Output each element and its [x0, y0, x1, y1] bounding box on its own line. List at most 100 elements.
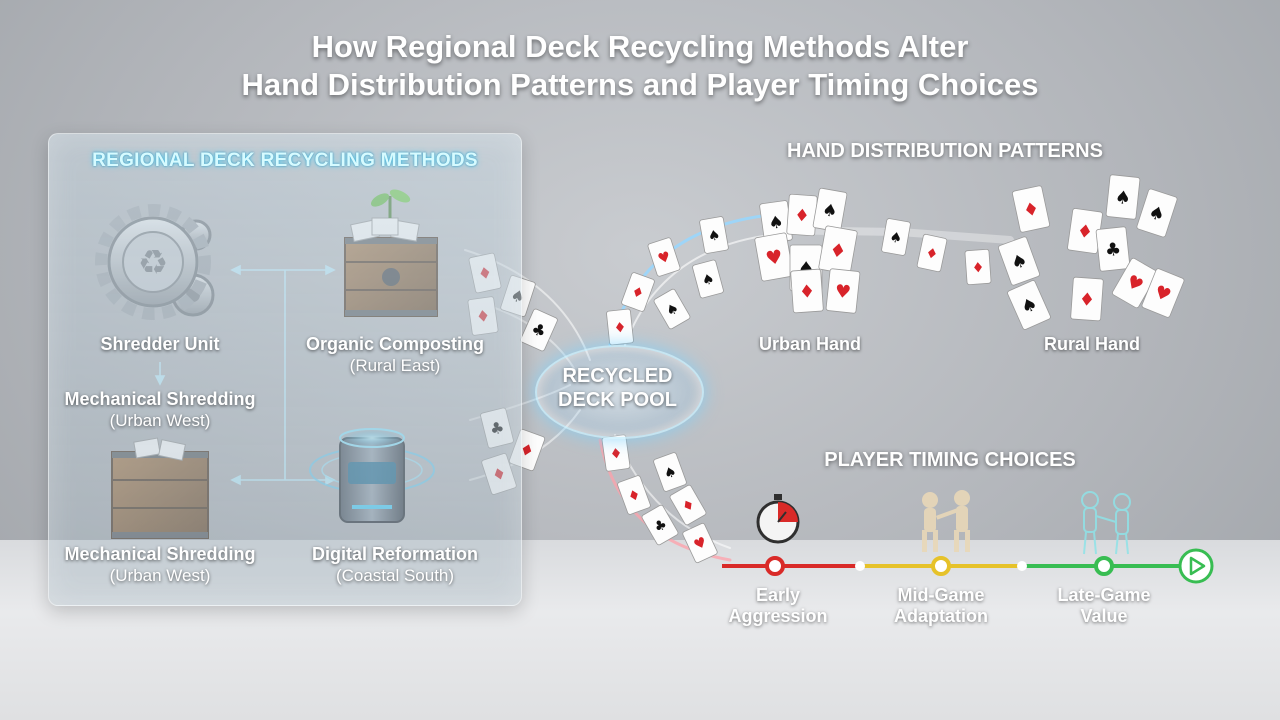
- rural-hand-label: Rural Hand: [1043, 334, 1140, 354]
- playing-card: ♥: [754, 232, 794, 282]
- stopwatch-icon: [756, 494, 800, 544]
- pool-label: RECYCLED DECK POOL: [535, 364, 700, 412]
- card-suit-icon: ♥: [834, 281, 852, 304]
- playing-card: ♦: [964, 248, 992, 286]
- recycled-deck-pool: [535, 345, 704, 439]
- digital-region: (Coastal South): [335, 566, 455, 585]
- playing-card: ♦: [621, 272, 655, 312]
- pool-label-line-1: RECYCLED: [562, 365, 673, 387]
- card-suit-icon: ♠: [1146, 202, 1168, 227]
- playing-card: ♠: [998, 236, 1040, 286]
- card-suit-icon: ♦: [1021, 198, 1041, 222]
- playing-card: ♣: [520, 308, 558, 352]
- pool-label-line-2: DECK POOL: [558, 389, 677, 411]
- playing-card: ♠: [1105, 174, 1141, 220]
- stage-late-label: Late-Game Value: [1034, 585, 1174, 627]
- composting-name: Organic Composting: [305, 334, 484, 354]
- title-line-2: Hand Distribution Patterns and Player Ti…: [241, 67, 1039, 102]
- playing-card: ♦: [601, 434, 631, 472]
- playing-card: ♦: [669, 484, 707, 526]
- card-suit-icon: ♣: [528, 319, 549, 342]
- adaptation-figures-icon: [922, 490, 970, 552]
- playing-card: ♦: [606, 308, 634, 346]
- stage-late-line-2: Value: [1080, 606, 1128, 626]
- timing-heading: PLAYER TIMING CHOICES: [824, 449, 1076, 471]
- title-line-1: How Regional Deck Recycling Methods Alte…: [311, 29, 969, 64]
- card-suit-icon: ♠: [1008, 249, 1030, 274]
- value-figures-icon: [1081, 491, 1131, 555]
- card-suit-icon: ♣: [1104, 239, 1122, 262]
- digital-name: Digital Reformation: [311, 544, 478, 564]
- playing-card: ♥: [825, 268, 861, 314]
- card-suit-icon: ♦: [924, 245, 940, 263]
- methods-panel-heading: REGIONAL DECK RECYCLING METHODS: [92, 150, 478, 171]
- card-suit-icon: ♦: [828, 239, 849, 264]
- card-suit-icon: ♠: [707, 227, 722, 245]
- card-suit-icon: ♦: [1075, 221, 1094, 244]
- card-suit-icon: ♠: [767, 212, 785, 234]
- stage-early-line-2: Aggression: [728, 606, 828, 626]
- playing-card: ♥: [647, 237, 681, 277]
- stage-mid-label: Mid-Game Adaptation: [871, 585, 1011, 627]
- playing-card: ♦: [1067, 208, 1103, 254]
- playing-card: ♥: [1112, 257, 1158, 309]
- card-suit-icon: ♠: [888, 229, 903, 247]
- card-suit-icon: ♦: [794, 206, 811, 227]
- timeline-node-late: [1094, 556, 1114, 576]
- methods-panel: REGIONAL DECK RECYCLING METHODS: [48, 133, 522, 606]
- card-suit-icon: ♦: [629, 284, 646, 303]
- timing-timeline: [722, 556, 1180, 576]
- card-suit-icon: ♦: [1078, 289, 1096, 311]
- playing-card: ♥: [1141, 268, 1185, 318]
- playing-card: ♠: [699, 216, 729, 254]
- card-suit-icon: ♦: [798, 281, 816, 303]
- card-suit-icon: ♦: [613, 320, 627, 337]
- card-suit-icon: ♦: [971, 260, 985, 277]
- urban-hand-label: Urban Hand: [758, 334, 861, 354]
- stage-mid-line-2: Adaptation: [894, 606, 988, 626]
- shredding-bottom-region: (Urban West): [109, 566, 211, 585]
- card-suit-icon: ♦: [609, 445, 624, 463]
- play-icon[interactable]: [1178, 548, 1214, 584]
- card-suit-icon: ♠: [700, 271, 716, 290]
- playing-card: ♦: [916, 233, 948, 273]
- page-title: How Regional Deck Recycling Methods Alte…: [0, 28, 1280, 104]
- stage-late-line-1: Late-Game: [1057, 585, 1151, 605]
- playing-card: ♥: [682, 522, 718, 564]
- card-suit-icon: ♠: [1114, 187, 1132, 210]
- playing-card: ♦: [617, 475, 651, 515]
- playing-card: ♦: [1012, 185, 1050, 233]
- card-suit-icon: ♠: [821, 200, 839, 222]
- playing-card: ♠: [653, 452, 687, 492]
- card-suit-icon: ♥: [1151, 281, 1174, 307]
- playing-card: ♣: [641, 504, 679, 546]
- playing-card: ♣: [1095, 226, 1131, 272]
- timeline-node-early: [765, 556, 785, 576]
- shredding-top-region: (Urban West): [109, 411, 211, 430]
- stage-early-label: Early Aggression: [708, 585, 848, 627]
- shredding-top-name: Mechanical Shredding: [64, 389, 256, 409]
- playing-card: ♦: [1070, 276, 1104, 322]
- card-suit-icon: ♥: [656, 249, 673, 268]
- card-suit-icon: ♠: [1018, 293, 1041, 319]
- card-suit-icon: ♥: [764, 246, 785, 271]
- playing-card: ♠: [1007, 280, 1051, 330]
- shredder-unit-label: Shredder Unit: [100, 334, 220, 354]
- playing-card: ♠: [692, 259, 724, 299]
- playing-card: ♦: [786, 193, 818, 237]
- playing-card: ♦: [818, 225, 858, 275]
- hand-distribution-heading: HAND DISTRIBUTION PATTERNS: [787, 140, 1103, 162]
- playing-card: ♠: [1136, 188, 1178, 238]
- shredding-bottom-name: Mechanical Shredding: [64, 544, 256, 564]
- card-suit-icon: ♥: [691, 534, 709, 554]
- stage-early-line-1: Early: [755, 585, 801, 605]
- composting-region: (Rural East): [349, 356, 441, 375]
- playing-card: ♦: [790, 268, 824, 314]
- playing-card: ♠: [653, 288, 691, 330]
- playing-card: ♠: [812, 187, 848, 233]
- playing-card: ♠: [881, 218, 911, 256]
- stage-mid-line-1: Mid-Game: [897, 585, 985, 605]
- timeline-node-mid: [931, 556, 951, 576]
- card-suit-icon: ♦: [626, 487, 643, 506]
- card-suit-icon: ♠: [662, 464, 679, 483]
